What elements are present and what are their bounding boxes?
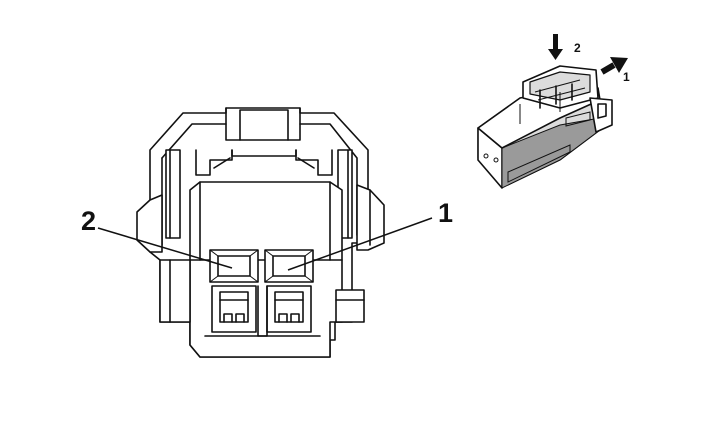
arrow-right-icon — [600, 57, 628, 75]
connector-front-view — [136, 107, 385, 358]
terminal-cavity-2 — [209, 249, 259, 333]
inset-arrow-label-2: 2 — [574, 41, 581, 55]
terminal-cavity-1 — [264, 249, 314, 333]
arrow-down-icon — [548, 34, 563, 60]
connector-isometric-inset — [477, 65, 613, 189]
inset-arrow-label-1: 1 — [623, 70, 630, 84]
callout-label-1: 1 — [438, 198, 453, 228]
callout-line-2 — [97, 227, 233, 269]
callout-line-1 — [287, 217, 433, 271]
callout-label-2: 2 — [81, 206, 96, 236]
